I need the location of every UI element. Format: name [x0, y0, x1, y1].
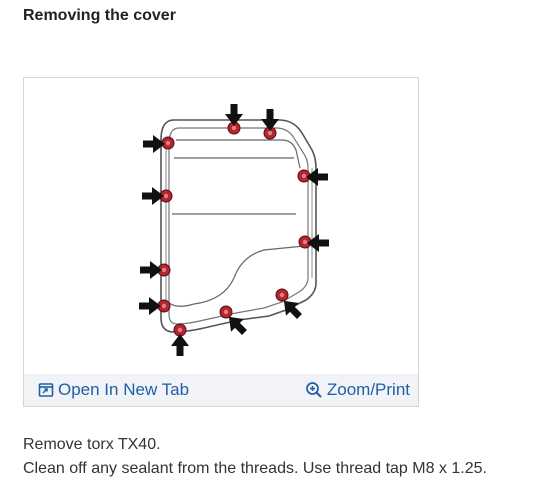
figure-toolbar: Open In New Tab Zoom/Print: [24, 374, 418, 406]
arrow-marker: [306, 168, 328, 186]
bolt-marker: [275, 288, 289, 302]
open-in-new-tab-link[interactable]: Open In New Tab: [38, 374, 189, 406]
open-in-new-tab-label: Open In New Tab: [58, 380, 190, 399]
open-new-tab-icon: [38, 383, 54, 397]
cover-lower-contour: [165, 237, 309, 307]
arrow-marker: [171, 334, 189, 356]
zoom-in-icon: [306, 382, 322, 398]
instruction-line: Clean off any sealant from the threads. …: [23, 460, 487, 477]
zoom-print-link[interactable]: Zoom/Print: [305, 374, 410, 406]
section-title: Removing the cover: [23, 7, 176, 24]
arrow-marker: [140, 261, 162, 279]
instruction-line: Remove torx TX40.: [23, 436, 161, 453]
zoom-print-label: Zoom/Print: [326, 380, 410, 399]
arrow-marker: [139, 297, 161, 315]
cover-side-contour: [165, 148, 313, 304]
cover-diagram: [139, 104, 329, 356]
bolt-marker: [161, 136, 175, 150]
instructions: Remove torx TX40. Clean off any sealant …: [23, 433, 487, 481]
cover-outer-outline: [160, 119, 317, 333]
arrow-marker: [225, 104, 243, 126]
arrow-marker: [307, 234, 329, 252]
bolt-marker: [219, 305, 233, 319]
cover-inner-outline: [168, 127, 309, 325]
figure-card: Open In New Tab Zoom/Print: [23, 77, 419, 407]
cover-panel-lines: [172, 139, 301, 215]
